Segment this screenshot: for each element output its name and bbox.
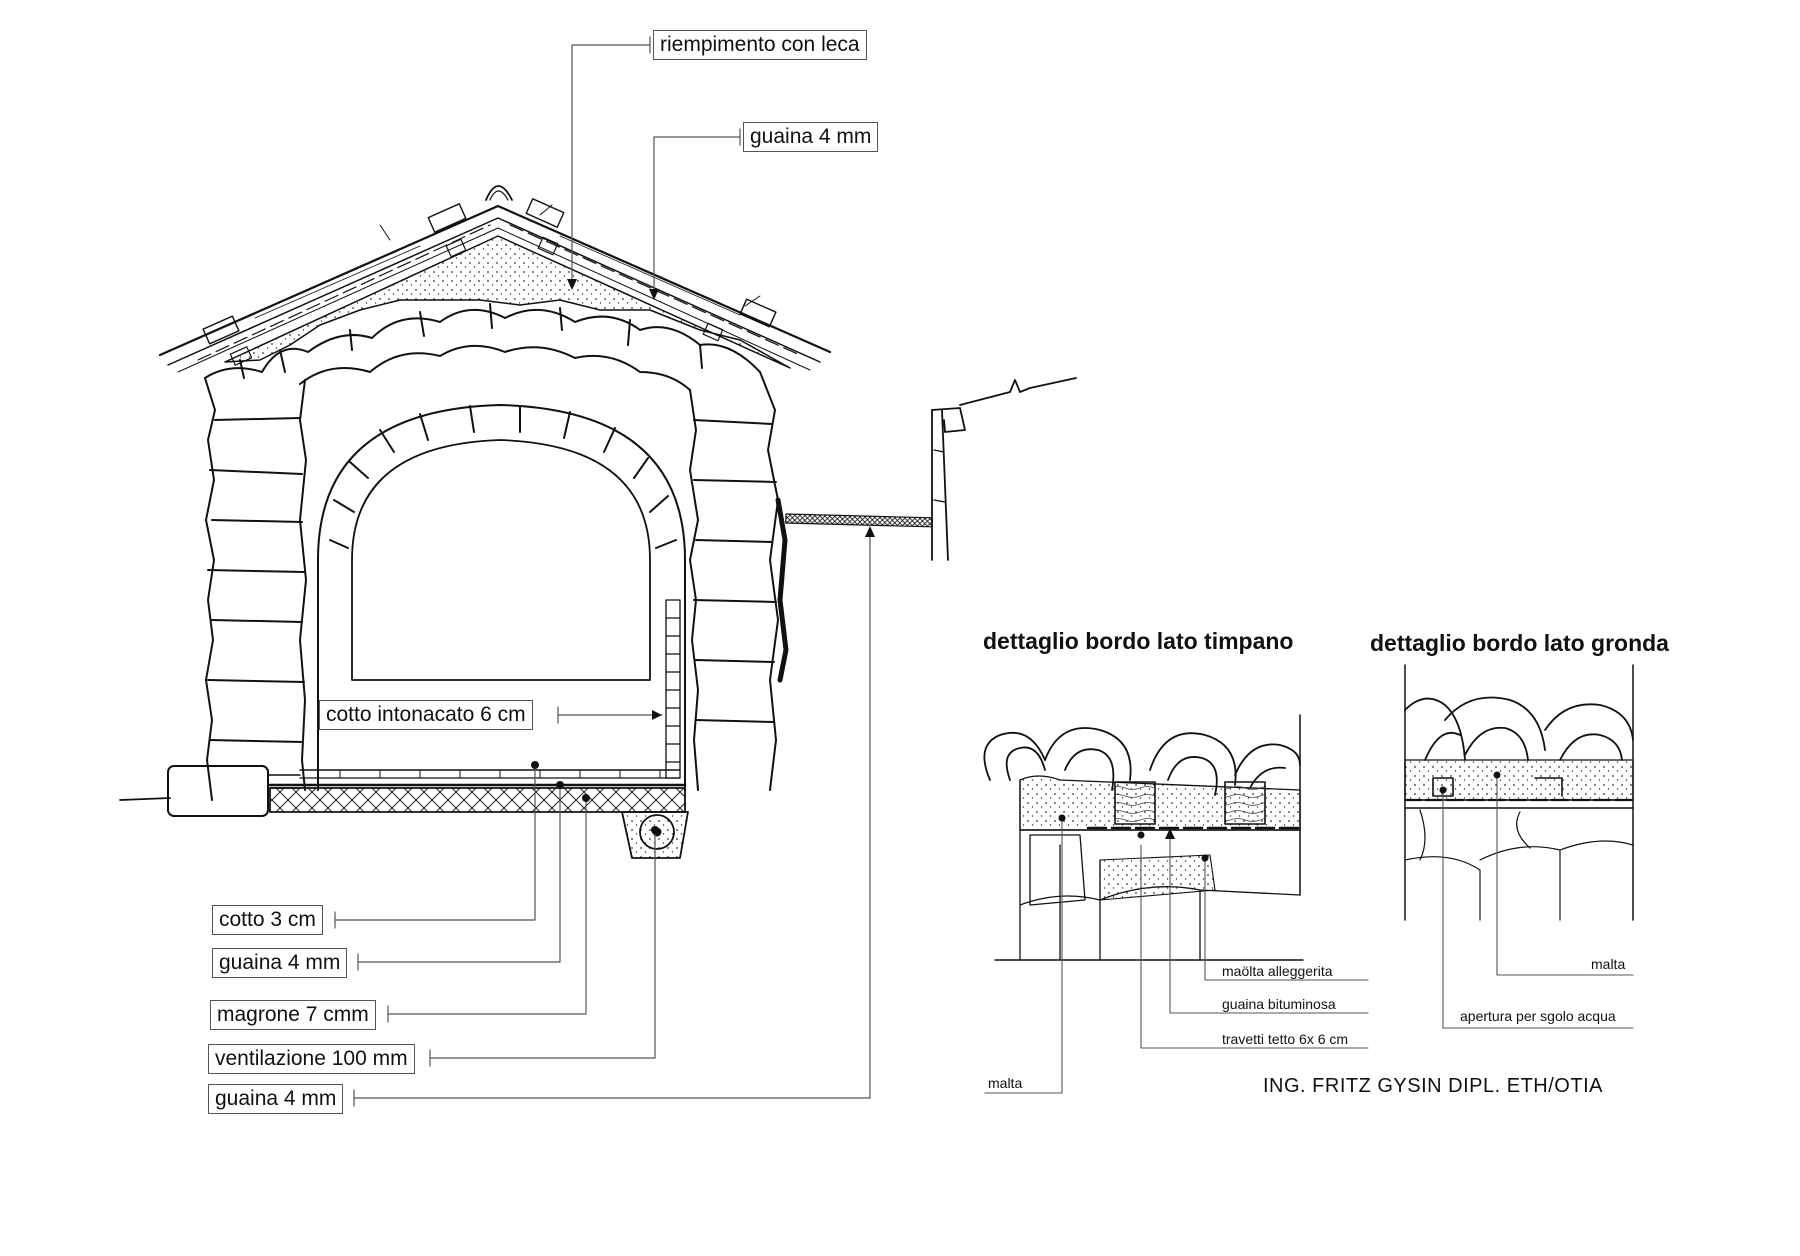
leca-fill [224,235,791,369]
label-roof-battens: travetti tetto 6x 6 cm [1222,1031,1349,1047]
main-leader-lines [334,36,871,1107]
title-eaves-detail: dettaglio bordo lato gronda [1370,630,1669,656]
roof-tiles [158,185,832,373]
label-gable-mortar: malta [988,1075,1023,1091]
arched-opening [317,404,686,791]
plastered-brick [665,599,681,779]
label-floor-membrane: guaina 4 mm [212,948,348,978]
eaves-leader-lines [1442,774,1634,1029]
label-eaves-mortar: malta [1591,956,1626,972]
detail-gable [983,714,1304,961]
label-lean-concrete: magrone 7 cmm [210,1000,376,1030]
gable-leader-lines [984,817,1369,1094]
label-plastered-brick: cotto intonacato 6 cm [319,700,533,730]
stone-wall [204,303,779,801]
author-credit: ING. FRITZ GYSIN DIPL. ETH/OTIA [1263,1075,1603,1097]
main-leader-arrows [531,279,875,834]
floor-layers [119,765,687,817]
label-exterior-membrane: guaina 4 mm [208,1084,344,1114]
label-leca-fill: riempimento con leca [653,30,867,60]
eaves-leader-arrows [1439,771,1501,794]
label-roof-membrane: guaina 4 mm [743,122,879,152]
label-lightened-mortar: maölta alleggerita [1222,963,1333,979]
label-terracotta-floor: cotto 3 cm [212,905,323,935]
gable-leader-arrows [1058,814,1209,862]
exterior-membrane [775,377,1077,683]
label-drain-opening: apertura per sgolo acqua [1460,1008,1616,1024]
label-ventilation: ventilazione 100 mm [208,1044,415,1074]
label-bituminous-membrane: guaina bituminosa [1222,996,1336,1012]
detail-eaves [1403,664,1635,921]
title-gable-detail: dettaglio bordo lato timpano [983,628,1294,654]
